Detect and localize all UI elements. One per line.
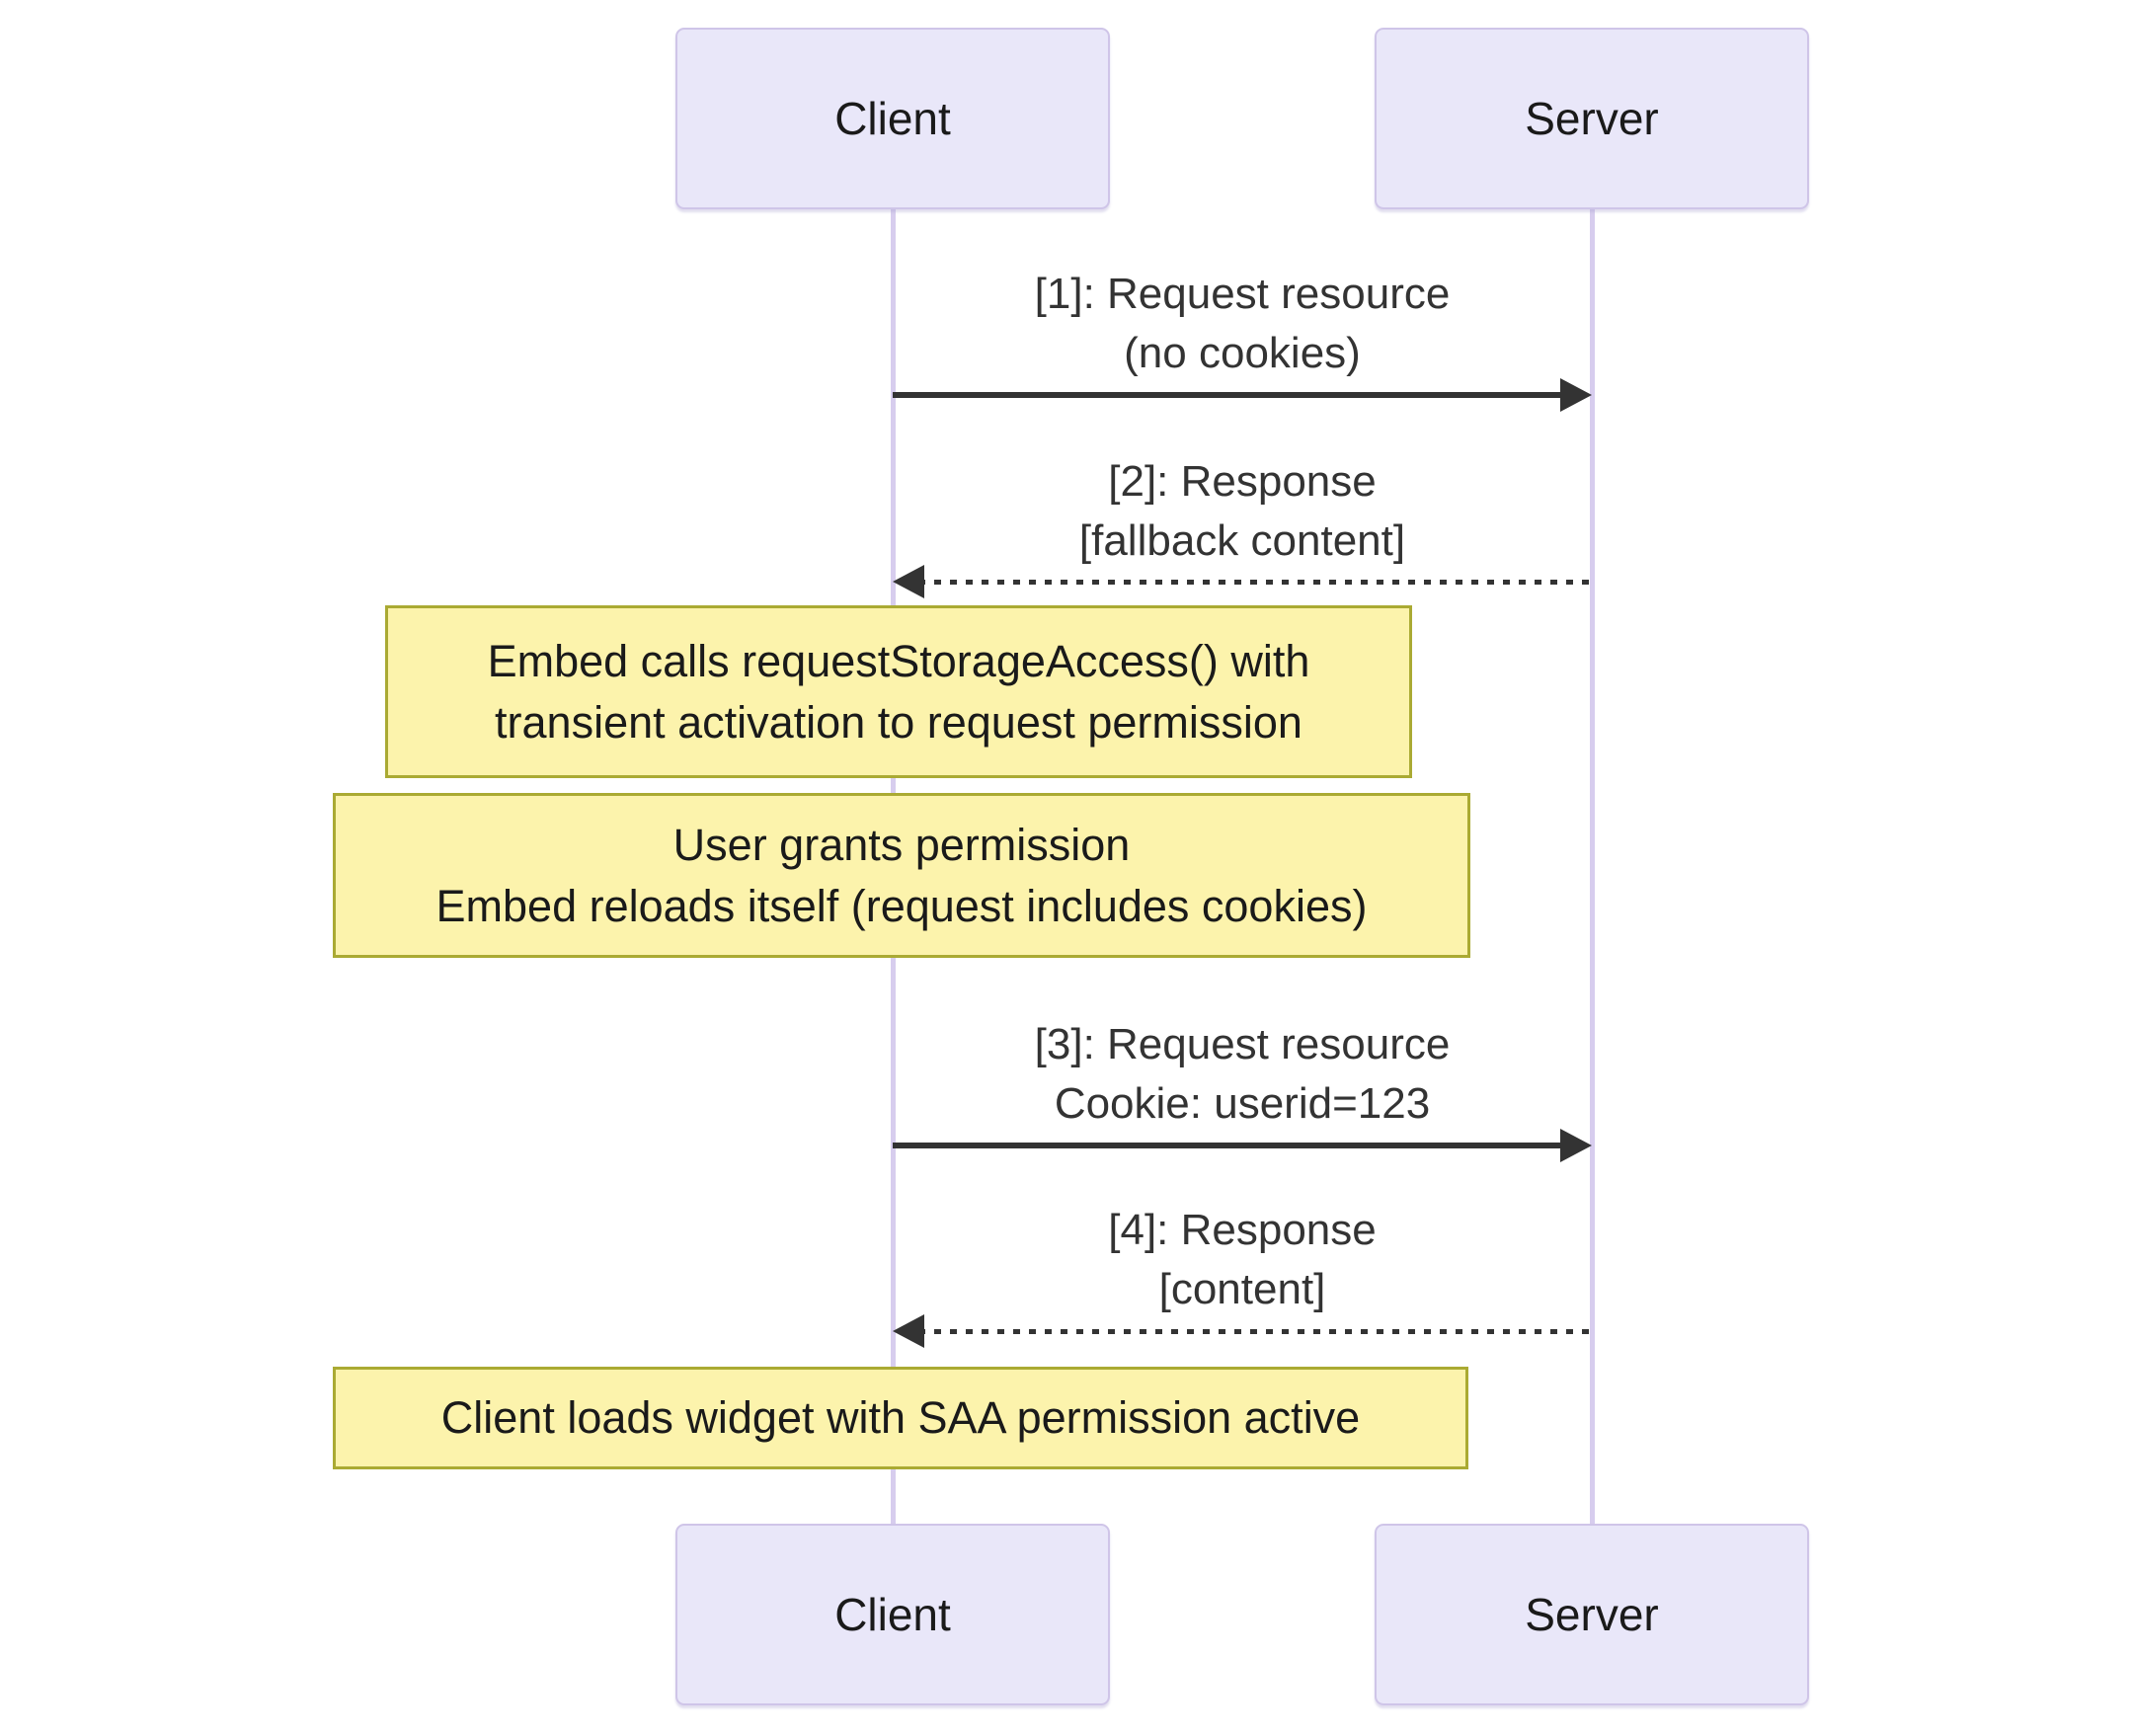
- message-3-line-2: Cookie: userid=123: [1054, 1079, 1431, 1128]
- message-2-line-1: [2]: Response: [1108, 457, 1377, 506]
- message-3-arrow: [893, 1129, 1592, 1162]
- message-4-label: [4]: Response [content]: [893, 1201, 1592, 1319]
- note-2-line-2: Embed reloads itself (request includes c…: [435, 880, 1368, 931]
- note-1-line-1: Embed calls requestStorageAccess() with: [487, 635, 1310, 686]
- server-lifeline: [1590, 209, 1595, 1524]
- note-user-grants: User grants permission Embed reloads its…: [333, 793, 1470, 958]
- actor-label-server-bottom: Server: [1525, 1589, 1659, 1640]
- message-2-arrow-shaft: [918, 580, 1592, 585]
- message-4-arrow: [893, 1314, 1592, 1348]
- message-1-arrow: [893, 378, 1592, 412]
- arrowhead-left-icon: [893, 565, 924, 598]
- actor-label-client-top: Client: [834, 93, 951, 144]
- message-4-line-2: [content]: [1158, 1265, 1326, 1313]
- message-4-arrow-shaft: [918, 1329, 1592, 1334]
- actor-box-server-top: Server: [1375, 28, 1809, 209]
- note-2-line-1: User grants permission: [672, 819, 1131, 870]
- actor-label-server-top: Server: [1525, 93, 1659, 144]
- note-storage-access: Embed calls requestStorageAccess() with …: [385, 605, 1412, 778]
- message-3-label: [3]: Request resource Cookie: userid=123: [893, 1015, 1592, 1134]
- actor-box-client-bottom: Client: [675, 1524, 1110, 1705]
- message-2-label: [2]: Response [fallback content]: [893, 452, 1592, 571]
- actor-box-server-bottom: Server: [1375, 1524, 1809, 1705]
- message-1-arrow-shaft: [893, 392, 1566, 398]
- message-3-line-1: [3]: Request resource: [1034, 1020, 1451, 1068]
- arrowhead-right-icon: [1560, 1129, 1592, 1162]
- message-1-label: [1]: Request resource (no cookies): [893, 265, 1592, 383]
- message-1-line-1: [1]: Request resource: [1034, 270, 1451, 318]
- message-2-arrow: [893, 565, 1592, 598]
- message-4-line-1: [4]: Response: [1108, 1206, 1377, 1254]
- message-1-line-2: (no cookies): [1124, 329, 1361, 377]
- arrowhead-left-icon: [893, 1314, 924, 1348]
- actor-box-client-top: Client: [675, 28, 1110, 209]
- message-2-line-2: [fallback content]: [1078, 516, 1406, 565]
- note-widget-loaded: Client loads widget with SAA permission …: [333, 1367, 1468, 1469]
- note-1-line-2: transient activation to request permissi…: [495, 696, 1302, 748]
- actor-label-client-bottom: Client: [834, 1589, 951, 1640]
- message-3-arrow-shaft: [893, 1143, 1566, 1148]
- arrowhead-right-icon: [1560, 378, 1592, 412]
- note-3-line-1: Client loads widget with SAA permission …: [440, 1392, 1361, 1443]
